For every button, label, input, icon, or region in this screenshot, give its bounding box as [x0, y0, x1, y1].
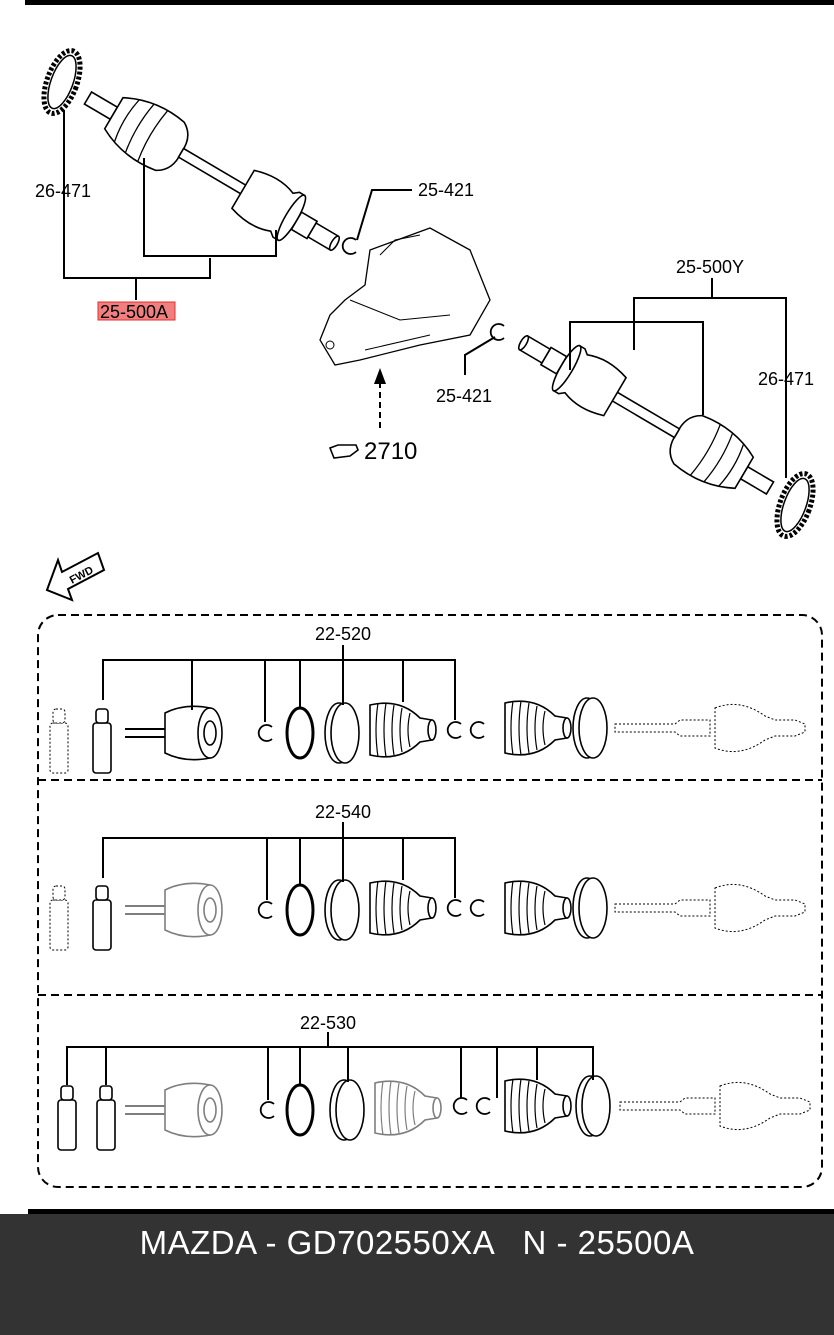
label-ring-right: 26-471 [758, 369, 814, 389]
label-kit-1: 22-520 [315, 624, 371, 644]
drive-shaft-left [72, 71, 353, 272]
tone-ring-right [770, 469, 821, 541]
circlip-top [341, 237, 357, 255]
label-shaft-left: 25-500A [100, 302, 168, 322]
highlight-box [97, 301, 176, 321]
hand-pointer-icon [328, 444, 359, 459]
footer-bar: MAZDA - GD702550XA N - 25500A [0, 1214, 834, 1335]
label-kit-3: 22-530 [300, 1013, 356, 1033]
label-clip-top: 25-421 [418, 180, 474, 200]
differential-housing [319, 227, 491, 366]
drive-shaft-right [505, 314, 786, 515]
kit-frame [37, 614, 823, 1188]
kit-row-3 [57, 1032, 811, 1151]
kit-row-2 [49, 822, 806, 951]
fwd-arrow-icon: FWD [45, 551, 106, 602]
diff-arrow [374, 368, 386, 384]
kit-row-1 [49, 645, 806, 774]
parts-diagram: 2710 26-471 25-500A 25-421 25-500Y 26-47… [25, 0, 834, 1188]
label-ring-left: 26-471 [35, 181, 91, 201]
label-diff-ref: 2710 [364, 438, 417, 465]
tone-ring-left [37, 46, 88, 118]
label-shaft-right: 25-500Y [676, 257, 744, 277]
label-kit-2: 22-540 [315, 802, 371, 822]
leaders-top [63, 110, 787, 478]
part-number-caption: MAZDA - GD702550XA N - 25500A [139, 1224, 695, 1261]
top-rule [25, 0, 834, 5]
footer-rule [28, 1209, 834, 1214]
label-clip-mid: 25-421 [436, 386, 492, 406]
